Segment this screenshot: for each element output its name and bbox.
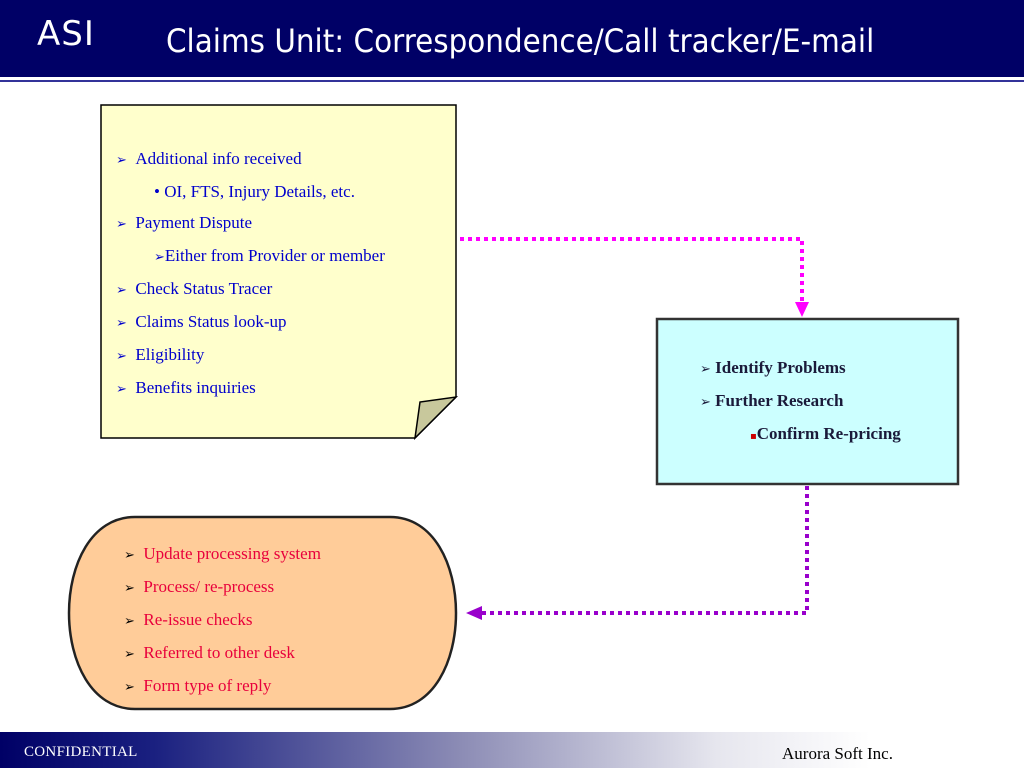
list-item: ➢ Update processing system — [124, 538, 321, 571]
list-item-text: Either from Provider or member — [164, 246, 385, 265]
list-item-text: Process/ re-process — [143, 577, 275, 596]
arrow-bullet-icon: ➢ — [700, 362, 711, 377]
terminal-box-shape — [67, 515, 458, 711]
list-item-text: Check Status Tracer — [135, 279, 273, 298]
arrow-bullet-icon: ➢ — [124, 680, 135, 695]
list-item-text: Additional info received — [135, 149, 302, 168]
list-item-text: Claims Status look-up — [135, 312, 287, 331]
arrow-bullet-icon: ➢ — [116, 382, 127, 397]
slide-title: Claims Unit: Correspondence/Call tracker… — [166, 22, 875, 60]
arrow-bullet-icon: ➢ — [124, 581, 135, 596]
process-box-shape — [655, 317, 960, 486]
arrow-bullet-icon: ➢ — [116, 217, 127, 232]
dot-bullet-icon: • — [154, 182, 160, 201]
arrow-bullet-icon: ➢ — [124, 647, 135, 662]
footer-bar — [0, 732, 1024, 768]
arrowhead-left — [466, 606, 482, 620]
list-item: ➢ Re-issue checks — [124, 604, 321, 637]
list-item-text: Further Research — [715, 391, 844, 410]
list-item-text: Identify Problems — [715, 358, 846, 377]
list-item: ➢ Form type of reply — [124, 670, 321, 703]
header-divider — [0, 80, 1024, 82]
list-item-text: Re-issue checks — [143, 610, 253, 629]
confidential-label: CONFIDENTIAL — [24, 744, 138, 760]
list-item: ➢ Referred to other desk — [124, 637, 321, 670]
list-item: ➢ Claims Status look-up — [116, 306, 385, 339]
list-item-text: Payment Dispute — [135, 213, 253, 232]
asi-logo: ASI — [37, 14, 95, 54]
note-fold — [413, 395, 459, 441]
list-item-text: Referred to other desk — [143, 643, 295, 662]
list-item-text: Update processing system — [143, 544, 321, 563]
arrow-bullet-icon: ➢ — [124, 548, 135, 563]
arrow-bullet-icon: ➢ — [116, 349, 127, 364]
list-item: • OI, FTS, Injury Details, etc. — [116, 176, 385, 207]
header-bar — [0, 0, 1024, 77]
arrow-bullet-icon: ➢ — [154, 250, 165, 265]
list-item-text: Benefits inquiries — [135, 378, 256, 397]
arrow-bullet-icon: ➢ — [116, 283, 127, 298]
list-item-text: OI, FTS, Injury Details, etc. — [164, 182, 355, 201]
arrow-bullet-icon: ➢ — [116, 316, 127, 331]
company-name: Aurora Soft Inc. — [782, 744, 893, 763]
note-box-text: ➢ Additional info received • OI, FTS, In… — [116, 143, 385, 405]
list-item-text: Eligibility — [135, 345, 205, 364]
connector-note-to-process — [460, 237, 804, 303]
arrow-bullet-icon: ➢ — [124, 614, 135, 629]
square-bullet-icon: ▪ — [750, 431, 757, 442]
arrowhead-down — [795, 302, 809, 317]
list-item: ➢ Eligibility — [116, 339, 385, 372]
list-item: ➢ Benefits inquiries — [116, 372, 385, 405]
arrow-bullet-icon: ➢ — [700, 395, 711, 410]
list-item: ➢ Additional info received — [116, 143, 385, 176]
list-item: ➢Either from Provider or member — [116, 240, 385, 273]
list-item: ▪Confirm Re-pricing — [700, 418, 901, 452]
list-item: ➢ Check Status Tracer — [116, 273, 385, 306]
connector-process-to-terminal — [482, 486, 809, 615]
arrow-bullet-icon: ➢ — [116, 153, 127, 168]
list-item: ➢ Process/ re-process — [124, 571, 321, 604]
terminal-box-text: ➢ Update processing system ➢ Process/ re… — [124, 538, 321, 703]
list-item: ➢ Further Research — [700, 385, 901, 418]
list-item: ➢ Payment Dispute — [116, 207, 385, 240]
list-item-text: Form type of reply — [143, 676, 272, 695]
list-item-text: Confirm Re-pricing — [756, 424, 901, 443]
process-box-text: ➢ Identify Problems ➢ Further Research ▪… — [700, 352, 901, 452]
list-item: ➢ Identify Problems — [700, 352, 901, 385]
